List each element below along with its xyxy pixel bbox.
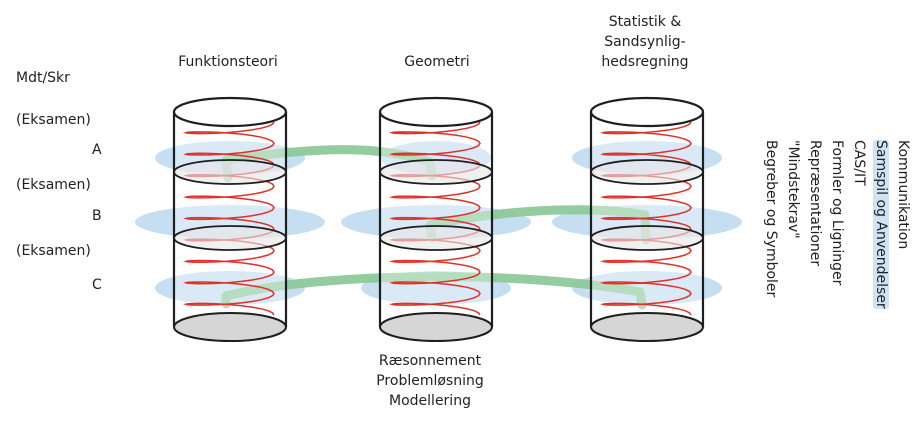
level-ellipse	[135, 205, 325, 239]
competency-label: Modellering	[389, 393, 471, 409]
level-label-a: A	[92, 142, 102, 158]
cylinder-top	[378, 96, 494, 128]
level-label-exam-3: (Eksamen)	[16, 243, 91, 259]
cylinders	[172, 96, 705, 342]
side-label-formler: Formler og Ligninger	[829, 140, 845, 286]
level-separator	[379, 159, 493, 185]
level-separator	[590, 159, 704, 185]
cylinder	[378, 96, 494, 342]
cross-cutting-competencies: Ræsonnement Problemløsning Modellering	[330, 351, 530, 411]
cylinder	[172, 96, 288, 342]
level-separator	[173, 159, 287, 185]
level-label-exam-2: (Eksamen)	[16, 177, 91, 193]
connector-line	[221, 272, 647, 310]
side-label-samspil: Samspil og Anvendelser	[873, 140, 889, 309]
side-label-kommunikation: Kommunikation	[895, 140, 911, 250]
column-title-line: Funktionsteori	[178, 54, 278, 70]
level-ellipse	[155, 271, 305, 305]
cylinder-top	[172, 96, 288, 128]
cylinder-base	[379, 312, 493, 342]
connector-line	[221, 145, 437, 183]
column-title-line: Sandsynlig-	[604, 34, 686, 50]
level-separator	[379, 225, 493, 251]
side-label-begreber: Begreber og Symboler	[763, 140, 779, 298]
column-title-line: Geometri	[404, 54, 470, 70]
level-ellipse	[572, 271, 722, 305]
cylinder-base	[173, 312, 287, 342]
green-connectors	[221, 145, 651, 310]
competency-label: Ræsonnement	[378, 353, 482, 369]
side-label-repraesentationer: Repræsentationer	[807, 140, 823, 267]
level-label-c: C	[92, 277, 102, 293]
column-title-statistik: Statistik & Sandsynlig- hedsregning	[560, 12, 730, 72]
side-label-cas-it: CAS/IT	[851, 140, 867, 186]
side-label-mindstekrav: "Mindstekrav"	[785, 140, 801, 239]
spiral-line	[183, 121, 275, 316]
cylinder-base	[590, 312, 704, 342]
competency-label: Problemløsning	[376, 373, 484, 389]
column-title-funktionsteori: Funktionsteori	[143, 52, 313, 72]
connector-line	[425, 205, 651, 245]
column-title-line: hedsregning	[601, 54, 689, 70]
level-header: Mdt/Skr	[16, 70, 70, 86]
level-label-exam-1: (Eksamen)	[16, 112, 91, 128]
cylinder	[589, 96, 705, 342]
level-separator	[590, 225, 704, 251]
column-title-geometri: Geometri	[352, 52, 522, 72]
column-title-line: Statistik &	[608, 14, 682, 30]
cylinder-top	[589, 96, 705, 128]
spiral-line	[389, 121, 481, 316]
level-separator	[173, 225, 287, 251]
level-label-b: B	[92, 208, 102, 224]
spiral-line	[600, 121, 692, 316]
